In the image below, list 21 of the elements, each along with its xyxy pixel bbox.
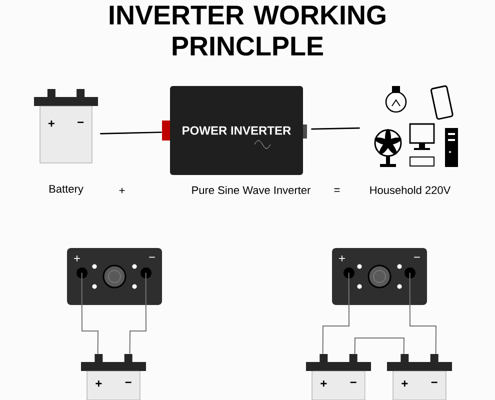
wire [129, 272, 146, 354]
inverter-drawing: POWER INVERTER [162, 86, 307, 175]
operator-sign: = [334, 188, 340, 192]
battery-drawing: + − [34, 89, 98, 164]
battery-drawing: + − [306, 354, 371, 400]
battery-drawing: + − [387, 354, 452, 400]
wire [354, 338, 405, 354]
terminal-panel-drawing: + − [332, 248, 427, 305]
wire [311, 127, 360, 130]
operator-sign: + [119, 188, 125, 194]
wire [81, 272, 98, 354]
node-label: Battery [50, 185, 84, 195]
node-label: Household 220V [370, 186, 451, 194]
terminal-panel-drawing: + − [67, 248, 162, 305]
node-label: Pure Sine Wave Inverter [192, 186, 311, 194]
appliances-drawing [374, 85, 458, 167]
wire [100, 132, 162, 134]
wire [322, 272, 350, 354]
battery-drawing: + − [81, 354, 146, 400]
title: INVERTER WORKING PRINCLPLE [110, 6, 386, 56]
wire [409, 272, 436, 354]
